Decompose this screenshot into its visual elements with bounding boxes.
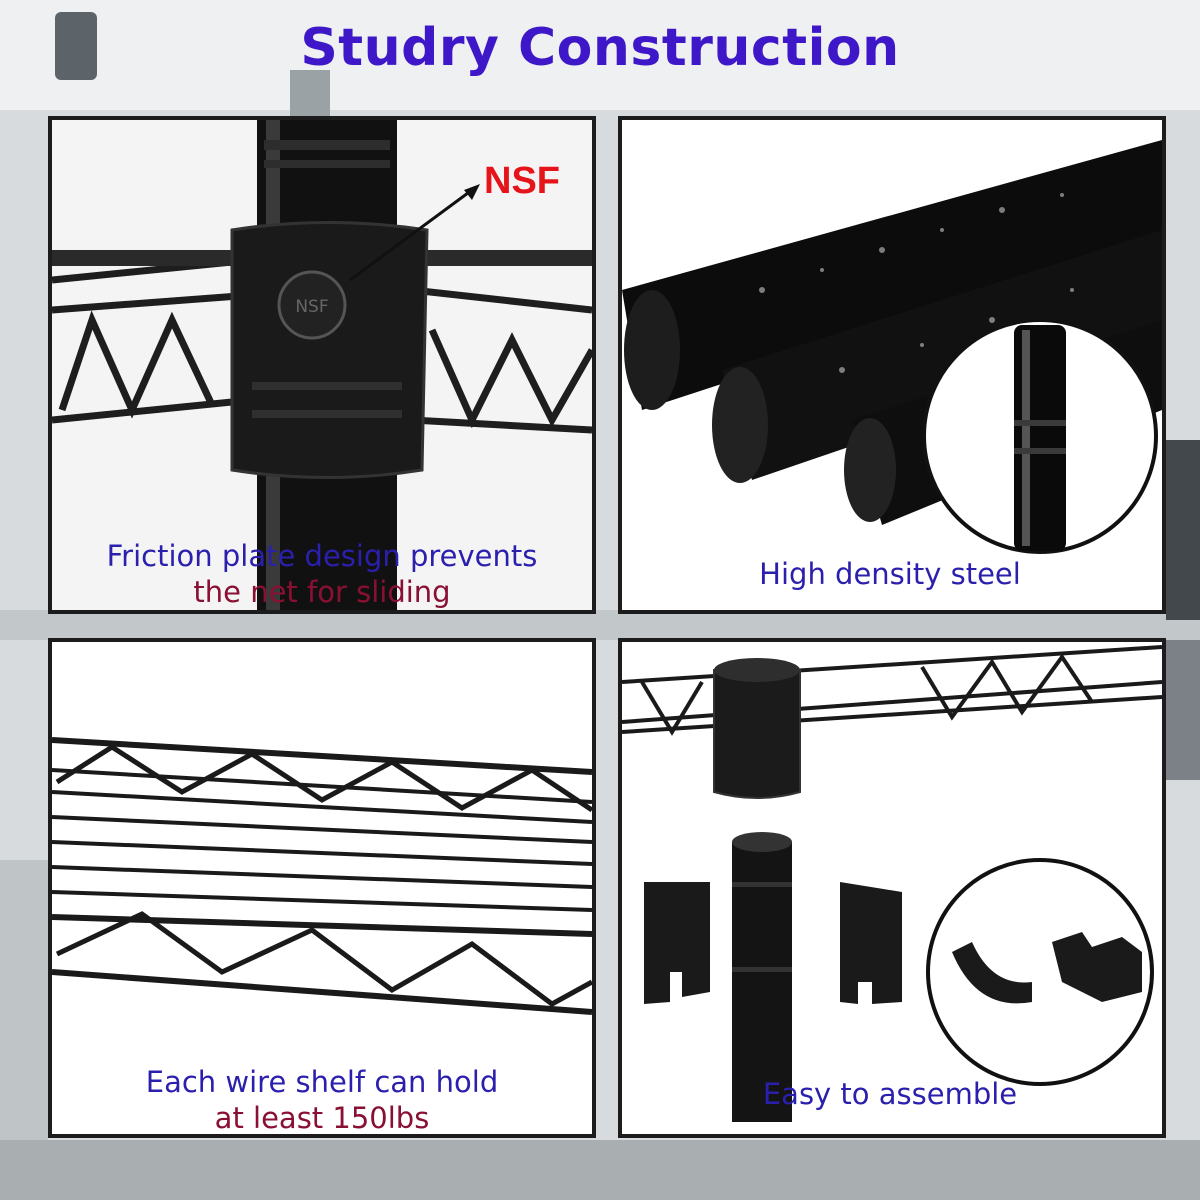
friction-plate-image: NSF bbox=[52, 120, 592, 610]
caption-friction-line1: Friction plate design prevents bbox=[106, 539, 538, 573]
assembly-parts-image bbox=[622, 642, 1162, 1134]
nsf-callout: NSF bbox=[484, 160, 560, 202]
panel-assembly: Easy to assemble bbox=[618, 638, 1166, 1138]
panel-steel: High density steel bbox=[618, 116, 1166, 614]
wire-shelf-image bbox=[52, 642, 592, 1134]
caption-wire-shelf-line2: at least 150lbs bbox=[214, 1101, 430, 1135]
steel-tubes-image bbox=[622, 120, 1162, 610]
svg-text:NSF: NSF bbox=[295, 297, 328, 317]
caption-steel: High density steel bbox=[759, 557, 1021, 591]
page-title: Studry Construction bbox=[300, 18, 900, 78]
panel-friction-plate: NSF NSF Friction plate design prevents t… bbox=[48, 116, 596, 614]
panel-wire-shelf: Each wire shelf can hold at least 150lbs bbox=[48, 638, 596, 1138]
caption-friction-line2: the net for sliding bbox=[193, 575, 451, 609]
caption-assembly: Easy to assemble bbox=[762, 1077, 1018, 1111]
caption-wire-shelf-line1: Each wire shelf can hold bbox=[145, 1065, 499, 1099]
